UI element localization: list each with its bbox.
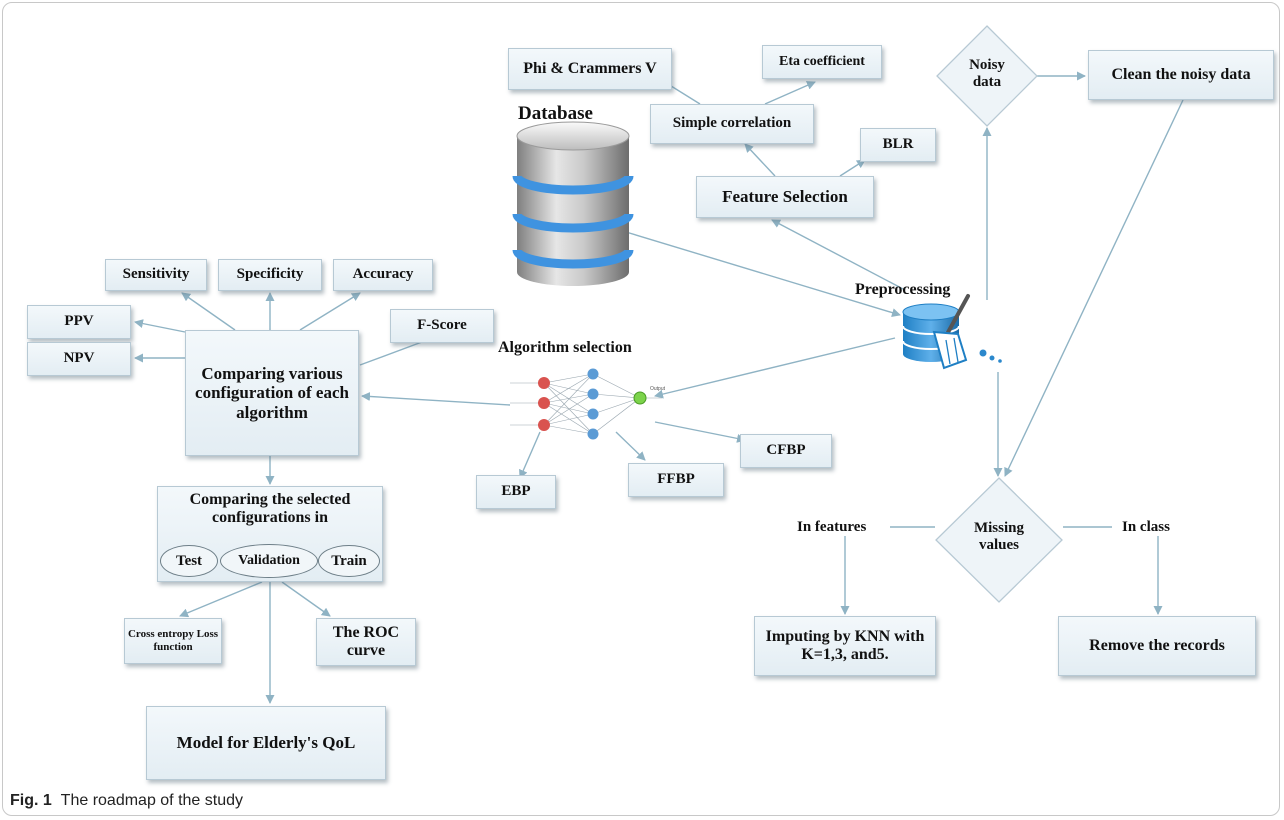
missing-values-label: Missing values	[973, 520, 1024, 553]
algorithm-selection-label: Algorithm selection	[498, 339, 632, 356]
preprocessing-icon	[902, 294, 1002, 370]
train-ellipse: Train	[318, 545, 380, 577]
noisy-data-diamond	[936, 25, 1038, 127]
figure-caption: Fig. 1 The roadmap of the study	[10, 792, 243, 810]
arrow-featsel-to-blr	[839, 159, 866, 177]
sensitivity-box: Sensitivity	[105, 259, 207, 291]
arrow-clean-to-missing	[1004, 99, 1184, 477]
arrow-algo-to-comparing	[361, 391, 511, 406]
phi-crammers-box: Phi & Crammers V	[508, 48, 672, 90]
eta-coefficient-box: Eta coefficient	[762, 45, 882, 79]
cfbp-box: CFBP	[740, 434, 832, 468]
preprocessing-label: Preprocessing	[855, 281, 951, 298]
noisy-data-label: Noisy data	[969, 57, 1005, 90]
missing-values-diamond	[935, 477, 1063, 603]
arrow-algo-to-ffbp	[615, 431, 646, 461]
comparing-configurations-box: Comparing various configuration of each …	[185, 330, 359, 456]
in-class-label: In class	[1122, 519, 1170, 535]
accuracy-box: Accuracy	[333, 259, 433, 291]
remove-records-box: Remove the records	[1058, 616, 1256, 676]
arrow-comp-to-sensitivity	[181, 292, 236, 331]
arrow-comp-to-ppv	[134, 319, 186, 333]
arrow-selected-to-roc	[281, 581, 331, 617]
feature-selection-box: Feature Selection	[696, 176, 874, 218]
validation-ellipse: Validation	[220, 544, 318, 578]
f-score-box: F-Score	[390, 309, 494, 343]
cross-entropy-box: Cross entropy Loss function	[124, 618, 222, 664]
imputing-knn-box: Imputing by KNN with K=1,3, and5.	[754, 616, 936, 676]
arrow-simplecorr-to-eta	[764, 81, 816, 105]
clean-noisy-data-box: Clean the noisy data	[1088, 50, 1274, 100]
comparing-selected-text: Comparing the selected configurations in	[189, 491, 351, 527]
npv-box: NPV	[27, 342, 131, 376]
blr-box: BLR	[860, 128, 936, 162]
arrow-algo-to-ebp	[519, 431, 541, 479]
arrow-comp-to-accuracy	[299, 292, 361, 331]
test-ellipse: Test	[160, 545, 218, 577]
arrow-selected-to-crossentropy	[179, 581, 263, 618]
ffbp-box: FFBP	[628, 463, 724, 497]
figure-number: Fig. 1	[10, 792, 52, 809]
simple-correlation-box: Simple correlation	[650, 104, 814, 144]
ebp-box: EBP	[476, 475, 556, 509]
model-elderly-qol-box: Model for Elderly's QoL	[146, 706, 386, 780]
ppv-box: PPV	[27, 305, 131, 339]
database-icon	[512, 121, 634, 286]
specificity-box: Specificity	[218, 259, 322, 291]
roc-curve-box: The ROC curve	[316, 618, 416, 666]
connectors	[134, 71, 1184, 704]
nn-output-label: Output	[650, 386, 666, 392]
arrow-featsel-to-simplecorr	[744, 143, 776, 177]
neural-network-icon: Output	[510, 368, 666, 440]
arrow-algo-to-cfbp	[654, 421, 746, 443]
arrow-database-to-preproc	[625, 231, 901, 317]
arrow-preproc-to-algo	[654, 337, 896, 399]
arrow-preproc-to-featsel	[771, 219, 906, 291]
in-features-label: In features	[797, 519, 867, 535]
figure-caption-text: The roadmap of the study	[60, 792, 243, 809]
database-label: Database	[518, 103, 593, 124]
